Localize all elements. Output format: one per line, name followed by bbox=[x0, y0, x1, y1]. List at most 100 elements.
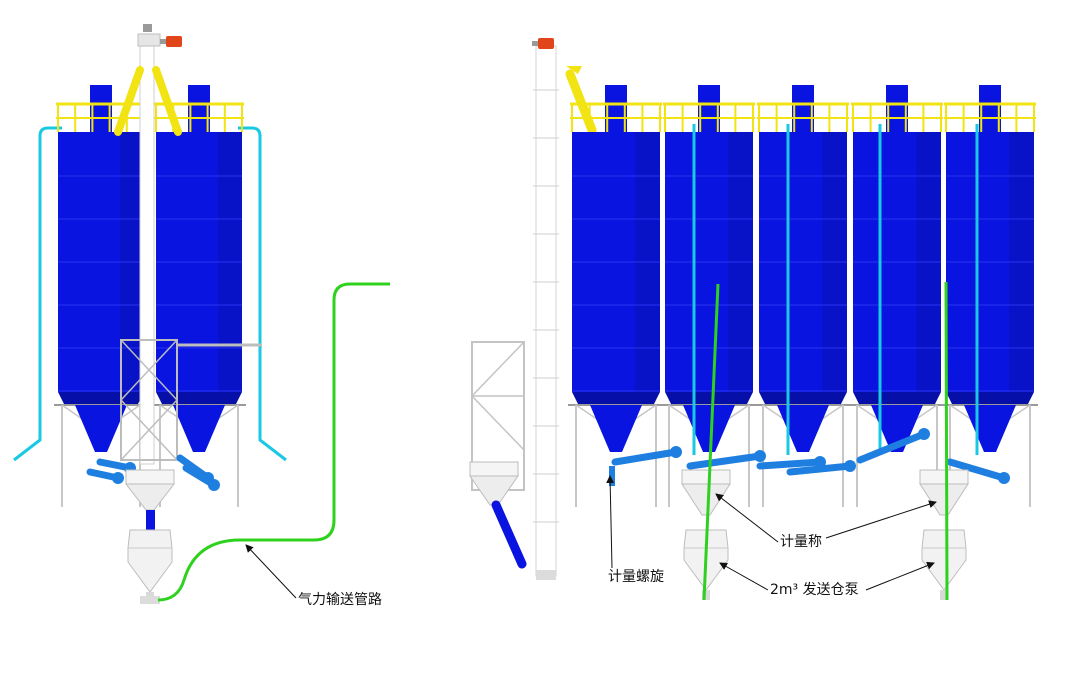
label-metering-screw: 计量螺旋 bbox=[608, 569, 664, 585]
right-side-weighing-hopper bbox=[469, 461, 519, 506]
silo-cone-hopper bbox=[683, 405, 735, 452]
scale-cone bbox=[681, 483, 731, 516]
right-screw-4 bbox=[786, 460, 856, 476]
scale-top bbox=[681, 469, 731, 485]
elevator-column bbox=[139, 43, 155, 465]
screw-tube bbox=[611, 448, 680, 466]
screw-motor bbox=[112, 472, 124, 484]
silo-vent-pipe bbox=[188, 85, 210, 136]
motor-body bbox=[538, 38, 554, 49]
silo-cone-hopper bbox=[777, 405, 829, 452]
screw-tube bbox=[946, 458, 1008, 482]
pump-outlet bbox=[940, 590, 948, 600]
right-front-view bbox=[469, 38, 1038, 601]
label-pump: 2m³ 发送仓泵 bbox=[770, 582, 859, 598]
screw-motor bbox=[208, 479, 220, 491]
right-pump-2 bbox=[921, 529, 967, 600]
motor-body bbox=[166, 36, 182, 47]
left-pump bbox=[127, 529, 173, 602]
silo-cone-hopper bbox=[75, 405, 127, 452]
tower-brace bbox=[471, 341, 525, 397]
silo-vent-pipe bbox=[605, 85, 627, 136]
pump-vessel bbox=[127, 529, 173, 593]
tower-brace bbox=[471, 395, 525, 451]
scale-cone bbox=[124, 483, 176, 511]
pump-vessel bbox=[921, 529, 967, 591]
screw-tube bbox=[856, 430, 928, 464]
left-silo-1 bbox=[54, 85, 148, 507]
silo-cone-hopper bbox=[964, 405, 1016, 452]
leader-lines bbox=[245, 475, 937, 599]
yellow-chute-right bbox=[152, 66, 182, 136]
motor-shaft bbox=[160, 39, 166, 44]
left-steel-tower bbox=[120, 339, 262, 461]
right-pipeline-1 bbox=[702, 283, 720, 601]
silo-vent-pipe bbox=[792, 85, 814, 136]
silo-base bbox=[759, 392, 847, 404]
silo-base bbox=[572, 392, 660, 404]
right-weighing-hopper-2 bbox=[919, 469, 969, 516]
elevator-head-cap bbox=[143, 24, 152, 32]
right-bucket-elevator bbox=[533, 45, 559, 580]
right-silo-2 bbox=[661, 85, 757, 507]
elevator-boot bbox=[536, 570, 556, 580]
silo-railing bbox=[663, 102, 755, 132]
silo-vent-pipe bbox=[979, 85, 1001, 136]
elevator-casing bbox=[535, 45, 557, 577]
silo-railing bbox=[944, 102, 1036, 132]
right-silo-4 bbox=[849, 85, 945, 507]
label-pneumatic-pipeline: 气力输送管路 bbox=[298, 592, 382, 608]
right-silo-1 bbox=[568, 85, 664, 507]
right-elevator-motor bbox=[532, 38, 554, 49]
scale-top bbox=[125, 469, 175, 485]
right-silo-5 bbox=[942, 85, 1038, 507]
tower-brace bbox=[120, 399, 178, 461]
silo-railing bbox=[757, 102, 849, 132]
right-side-chute bbox=[491, 500, 527, 569]
leader-pump-2 bbox=[865, 561, 935, 591]
scale-top bbox=[919, 469, 969, 485]
left-screw-4 bbox=[182, 464, 220, 491]
screw-motor bbox=[754, 450, 766, 462]
elevator-head bbox=[137, 33, 161, 47]
silo-base bbox=[156, 392, 242, 404]
right-screw-6 bbox=[946, 458, 1010, 484]
left-pump-base bbox=[140, 596, 160, 604]
right-screw-1 bbox=[611, 446, 682, 466]
screw-tube bbox=[786, 462, 854, 476]
silo-vent-pipe bbox=[90, 85, 112, 136]
leader-pump-1 bbox=[719, 562, 769, 591]
screw-tube bbox=[756, 458, 824, 470]
screw-motor bbox=[844, 460, 856, 472]
silo-cone-hopper bbox=[590, 405, 642, 452]
tower-brace bbox=[120, 339, 178, 401]
cyan-pipe-right bbox=[238, 126, 287, 462]
silo-base bbox=[665, 392, 753, 404]
silo-base bbox=[853, 392, 941, 404]
right-pipeline-2 bbox=[944, 281, 949, 601]
leader-scale-2 bbox=[825, 500, 937, 539]
screw-motor bbox=[814, 456, 826, 468]
silo-vent-pipe bbox=[886, 85, 908, 136]
silo-railing bbox=[851, 102, 943, 132]
silo-railing bbox=[570, 102, 662, 132]
silo-base bbox=[946, 392, 1034, 404]
yellow-chute-head bbox=[566, 66, 582, 74]
right-weighing-hopper-1 bbox=[681, 469, 731, 516]
screw-motor bbox=[918, 428, 930, 440]
left-weighing-hopper bbox=[124, 469, 176, 511]
leader-metering-screw bbox=[606, 475, 615, 569]
motor-shaft bbox=[532, 41, 538, 46]
leader-scale-1 bbox=[715, 493, 779, 543]
yellow-chute bbox=[565, 69, 597, 135]
silo-cone-hopper bbox=[173, 405, 225, 452]
silo-vent-pipe bbox=[698, 85, 720, 136]
screw-motor bbox=[998, 472, 1010, 484]
silo-base bbox=[58, 392, 144, 404]
pump-outlet bbox=[702, 590, 710, 600]
screw-tube bbox=[686, 452, 764, 470]
left-screw-2 bbox=[86, 468, 124, 484]
right-screw-3 bbox=[756, 456, 826, 470]
